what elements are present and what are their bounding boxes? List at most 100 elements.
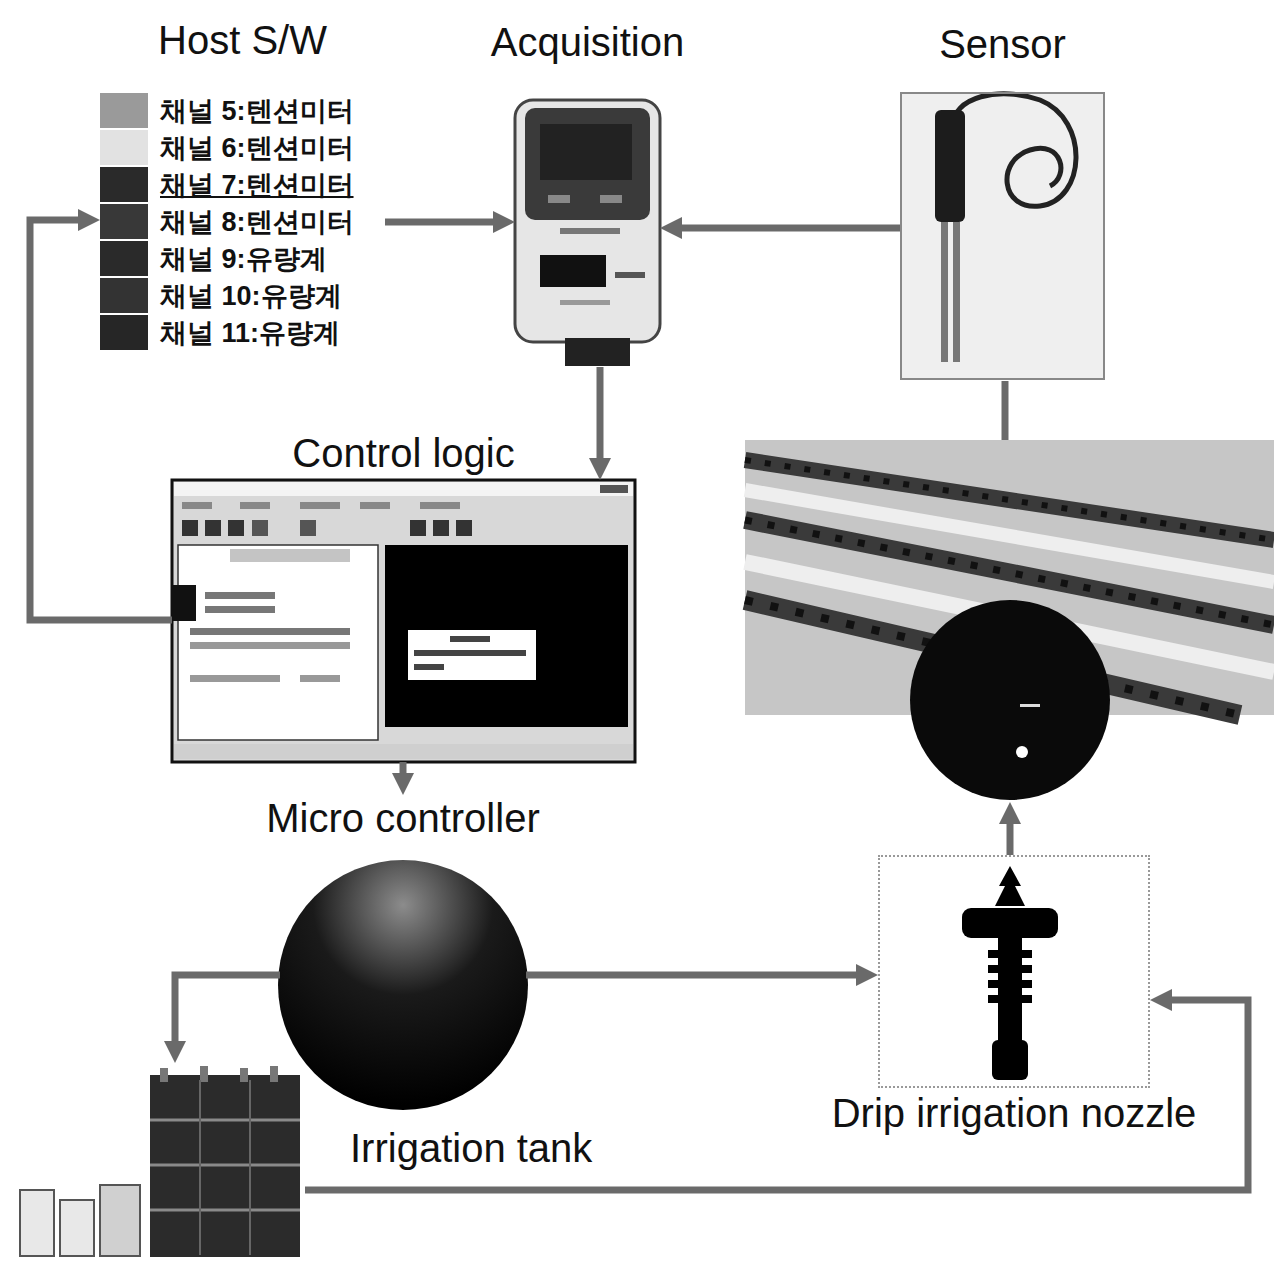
bottle	[100, 1185, 140, 1256]
channel-swatch	[100, 130, 148, 165]
menu-item	[360, 502, 390, 509]
panel-heading: Irrigation tank	[350, 1125, 592, 1171]
tank-divider	[199, 1080, 201, 1255]
acquisition-panel: Acquisition	[515, 95, 660, 367]
logger-key	[600, 195, 622, 203]
tank-pipe	[160, 1068, 168, 1082]
channel-swatch	[100, 167, 148, 202]
panel-heading: Drip irrigation nozzle	[832, 1090, 1197, 1136]
plants	[745, 460, 1274, 540]
tank-cabinet	[150, 1075, 300, 1257]
tool-icon	[456, 520, 472, 536]
nozzle-rib	[988, 995, 1032, 1003]
panel-row	[300, 675, 340, 682]
tool-icon	[410, 520, 426, 536]
controller-circle	[278, 860, 528, 1110]
connector-arrow	[305, 1000, 1248, 1190]
micro-controller-node: Micro controller	[243, 795, 563, 1112]
tank-shelf	[150, 1119, 300, 1122]
dialog-line	[414, 650, 526, 656]
connector-arrow	[385, 219, 499, 226]
wire-stub	[526, 972, 563, 979]
tool-icon	[205, 520, 221, 536]
panel-heading: Host S/W	[100, 15, 385, 65]
connector-arrow	[400, 762, 407, 779]
nozzle-wing	[962, 908, 1058, 938]
tank-divider	[249, 1080, 251, 1255]
probe-cable	[952, 94, 1076, 207]
probe-prong	[953, 222, 960, 362]
channel-label: 채널 10:유량계	[160, 278, 342, 314]
probe-prong	[941, 222, 948, 362]
panel-header	[230, 549, 350, 562]
data-logger	[515, 100, 660, 366]
connector-arrow	[30, 220, 172, 620]
field-photo	[745, 440, 1274, 800]
control-logic-panel: Control logic	[172, 480, 635, 762]
dialog-box	[408, 630, 536, 680]
tank-shelf	[150, 1164, 300, 1167]
connector-arrow	[676, 225, 900, 232]
menu-item	[240, 502, 270, 509]
drip-nozzle	[962, 866, 1058, 1080]
logger-display	[540, 255, 606, 287]
bottle	[60, 1200, 94, 1256]
connector-arrow	[563, 972, 862, 979]
window-buttons	[600, 485, 628, 493]
photo-ground	[902, 94, 1103, 378]
channel-swatch	[100, 93, 148, 128]
panel-row	[190, 675, 280, 682]
logger-mark	[560, 300, 610, 305]
bottle	[20, 1190, 54, 1256]
detail-highlight	[1016, 746, 1028, 758]
nozzle-rib	[988, 980, 1032, 988]
nozzle-panel: Drip irrigation nozzle	[878, 855, 1150, 1088]
channel-swatch	[100, 241, 148, 276]
channel-label: 채널 9:유량계	[160, 241, 327, 277]
nozzle-rib	[988, 950, 1032, 958]
channel-row: 채널 9:유량계	[100, 240, 385, 277]
dialog-line	[414, 664, 444, 670]
panel-heading: Sensor	[939, 21, 1066, 67]
channel-swatch	[100, 278, 148, 313]
status-bar	[174, 744, 633, 759]
graph-panel	[385, 545, 628, 727]
mulch-band	[745, 490, 1274, 582]
tank-pipe	[270, 1066, 278, 1082]
irrigation-tank-photo	[20, 1066, 300, 1257]
channel-row: 채널 5:텐션미터	[100, 92, 385, 129]
sensor-panel: Sensor	[900, 92, 1105, 380]
host-software-panel: Host S/W채널 5:텐션미터채널 6:텐션미터채널 7:텐션미터채널 8:…	[100, 15, 385, 360]
panel-heading: Acquisition	[491, 19, 684, 65]
panel-row	[190, 628, 350, 635]
detail-highlight	[1020, 704, 1040, 707]
logger-panel	[540, 124, 632, 180]
channel-label: 채널 5:텐션미터	[160, 93, 354, 129]
menu-item	[182, 502, 212, 509]
tool-icon	[300, 520, 316, 536]
tank-pipe	[200, 1066, 208, 1082]
logger-connector	[565, 338, 630, 366]
channel-row: 채널 10:유량계	[100, 277, 385, 314]
irrigation-tank-panel: Irrigation tank	[15, 1063, 305, 1260]
panel-heading: Micro controller	[243, 795, 563, 841]
channel-row: 채널 7:텐션미터	[100, 166, 385, 203]
list-panel	[178, 545, 378, 740]
nozzle-tip	[995, 866, 1025, 906]
nozzle-rib	[988, 965, 1032, 973]
logger-case	[515, 100, 660, 342]
panel-row	[190, 642, 350, 649]
window-frame	[172, 480, 635, 762]
logger-mark	[615, 272, 645, 278]
window-titlebar	[174, 482, 633, 496]
tank-pipe	[240, 1068, 248, 1082]
channel-swatch	[100, 204, 148, 239]
software-window	[172, 480, 635, 762]
panel-row	[205, 592, 275, 599]
tool-icon	[252, 520, 268, 536]
wire-stub	[243, 972, 280, 979]
probe-body	[935, 110, 965, 222]
tool-icon	[228, 520, 244, 536]
